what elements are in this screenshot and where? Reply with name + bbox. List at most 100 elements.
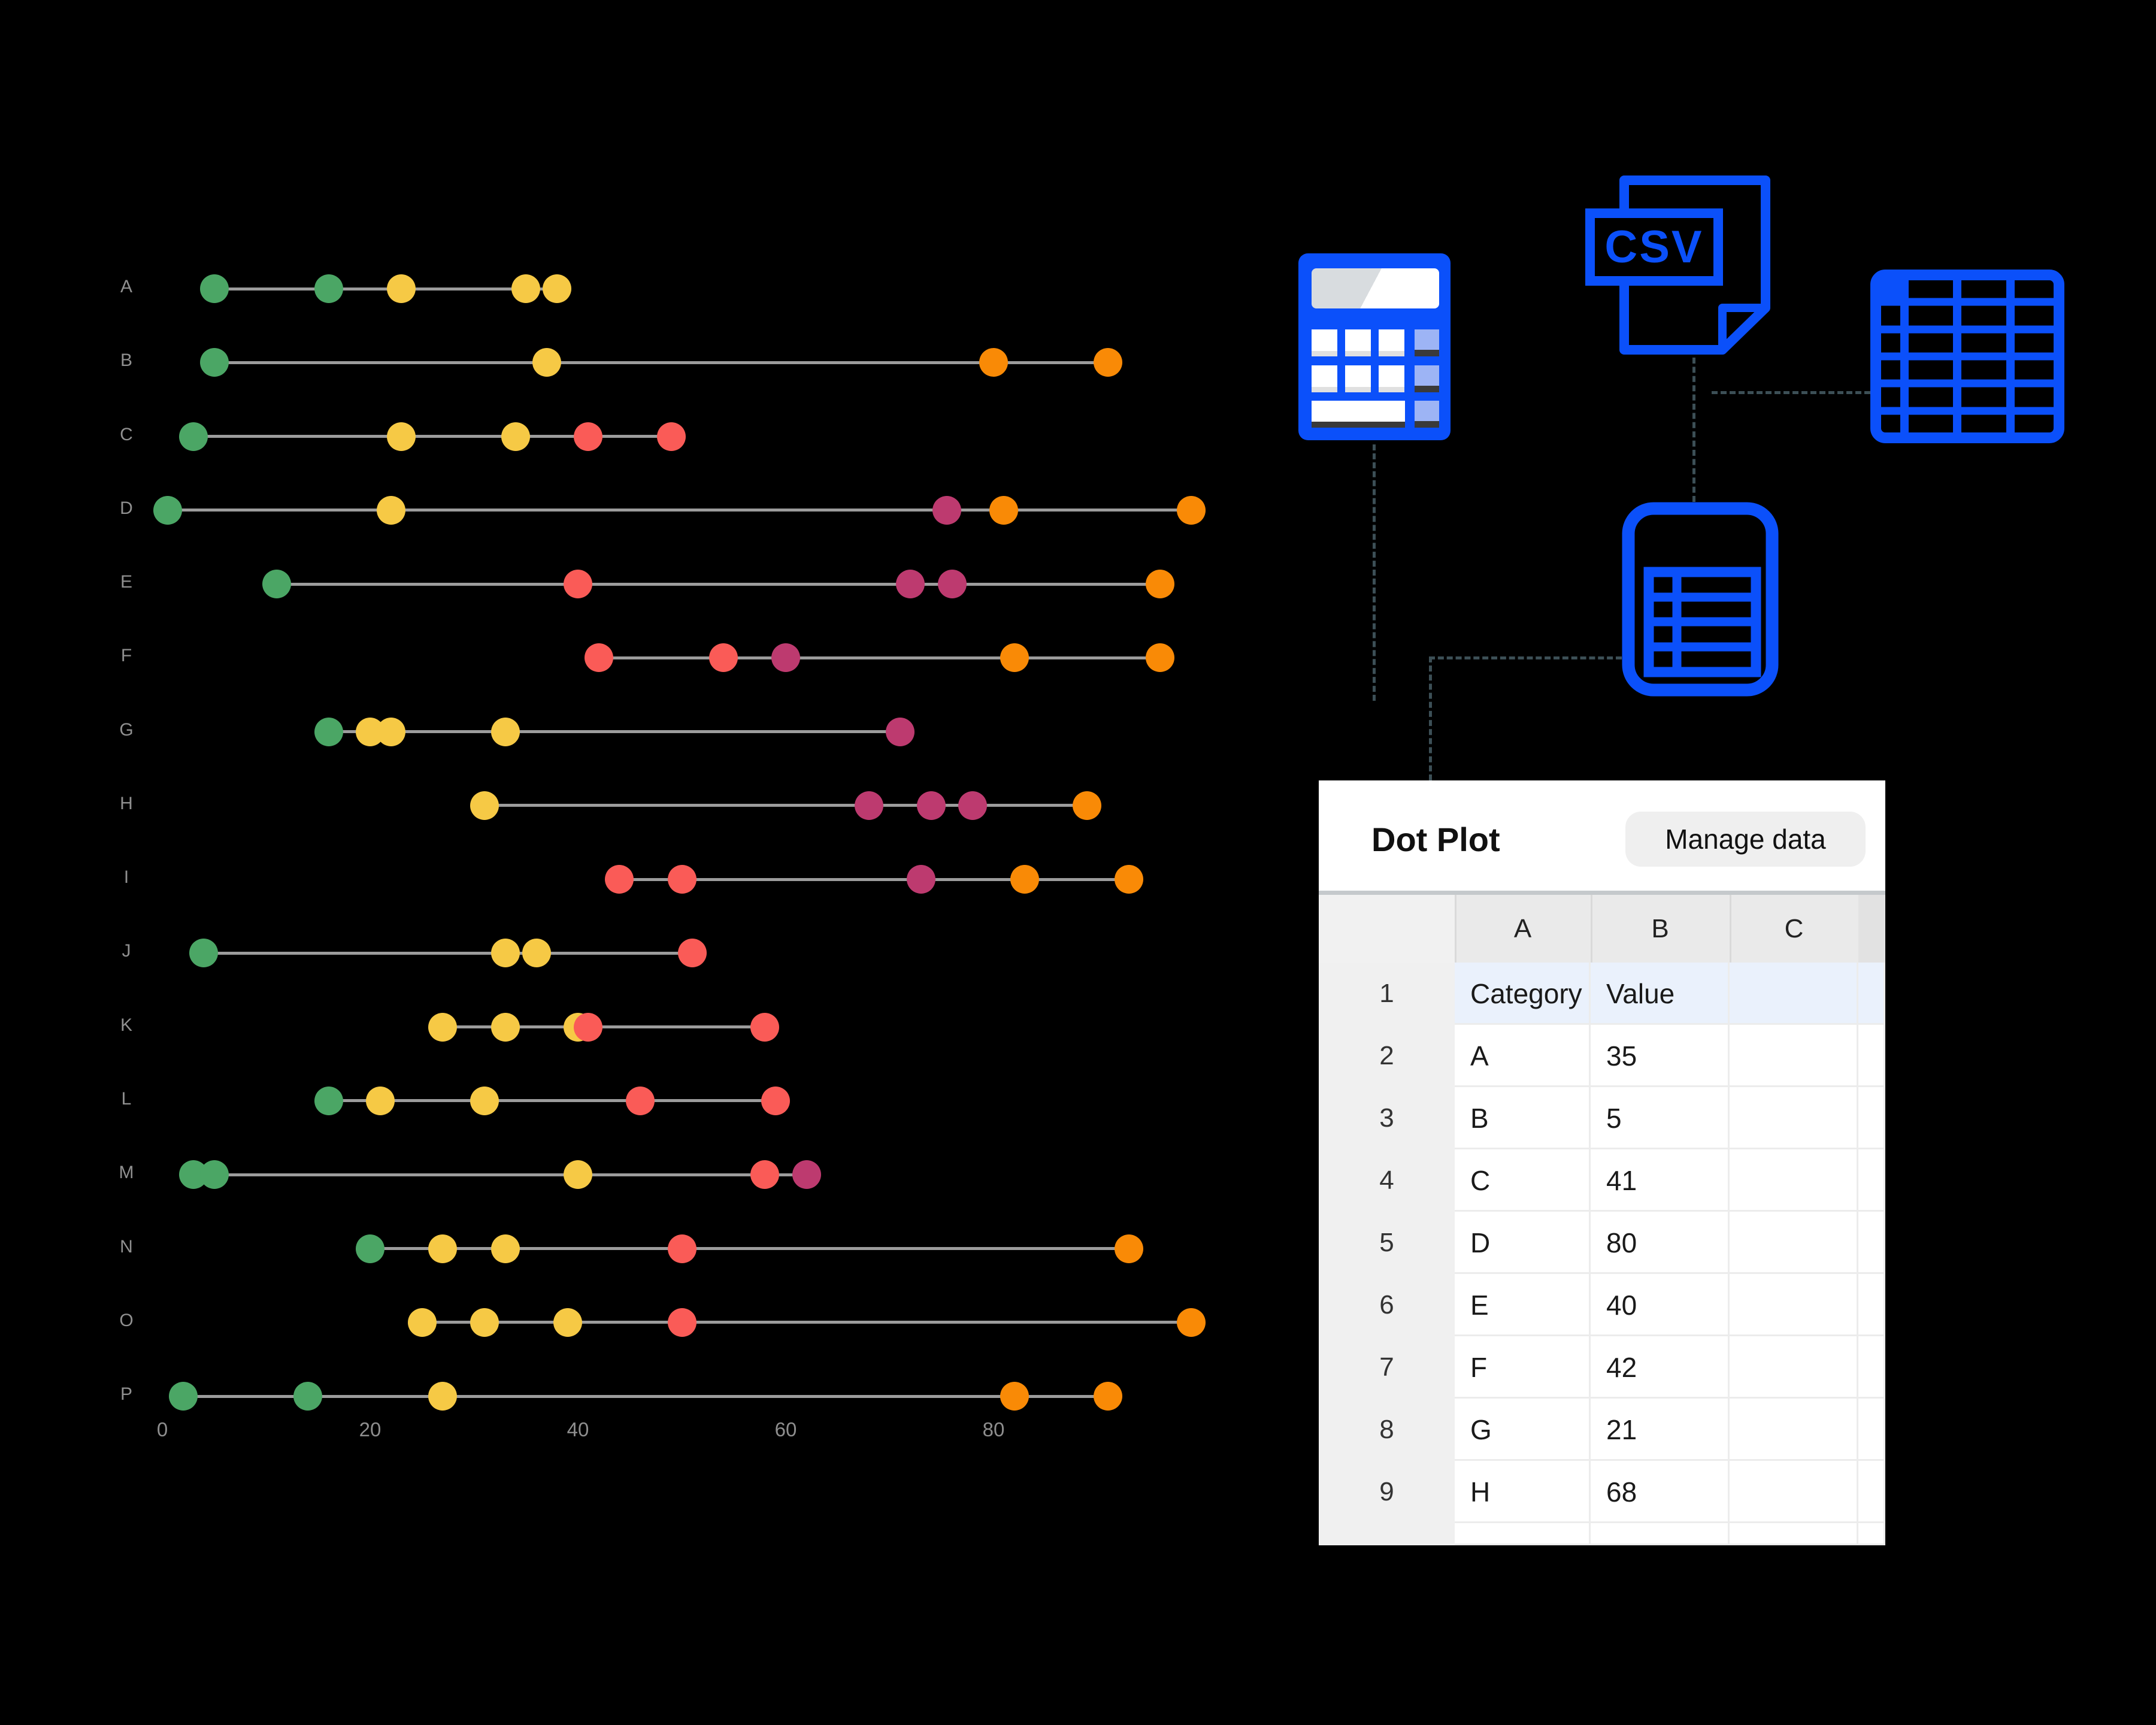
sheet-cell[interactable]: [1730, 1336, 1858, 1399]
data-dot: [958, 791, 988, 820]
row-number[interactable]: 8: [1319, 1399, 1456, 1463]
data-dot: [667, 1308, 697, 1337]
sheet-cell[interactable]: E: [1455, 1274, 1591, 1336]
sheet-row: [1319, 1523, 1885, 1545]
calculator-button: [1345, 365, 1371, 392]
data-dot: [314, 274, 343, 303]
column-header-b[interactable]: B: [1591, 895, 1731, 963]
connector-csv-to-document: [1692, 358, 1695, 502]
calculator-button: [1379, 365, 1404, 392]
row-number[interactable]: 4: [1319, 1149, 1456, 1213]
sheet-cell[interactable]: B: [1455, 1087, 1591, 1149]
range-line: [193, 435, 672, 438]
data-dot: [470, 791, 499, 820]
data-dot: [896, 570, 925, 599]
sheet-cell[interactable]: Category: [1455, 963, 1591, 1025]
sheet-cell[interactable]: [1858, 963, 1885, 1025]
data-dot: [792, 1160, 821, 1190]
row-label-D: D: [120, 498, 133, 518]
sheet-cell[interactable]: [1858, 1399, 1885, 1461]
data-dot: [153, 495, 182, 525]
range-line: [276, 582, 1160, 586]
sheet-cell[interactable]: [1858, 1523, 1885, 1545]
sheet-cell[interactable]: 5: [1591, 1087, 1730, 1149]
data-dot: [1093, 1382, 1122, 1411]
connector-down-to-panel: [1429, 656, 1432, 780]
data-dot: [490, 939, 520, 968]
column-header-a[interactable]: A: [1455, 895, 1592, 963]
sheet-cell[interactable]: 35: [1591, 1025, 1730, 1087]
range-line: [183, 1394, 1108, 1398]
data-dot: [199, 274, 229, 303]
row-number[interactable]: 3: [1319, 1087, 1456, 1151]
sheet-cell[interactable]: Value: [1591, 963, 1730, 1025]
sheet-cell[interactable]: [1858, 1149, 1885, 1212]
sheet-cell[interactable]: F: [1455, 1336, 1591, 1399]
sheet-cell[interactable]: [1730, 1149, 1858, 1212]
data-dot: [657, 422, 686, 451]
sheet-cell[interactable]: [1730, 1212, 1858, 1274]
calculator-icon: [1298, 253, 1451, 440]
data-dot: [1176, 495, 1206, 525]
sheet-cell[interactable]: [1455, 1523, 1591, 1545]
row-number[interactable]: [1319, 1523, 1456, 1545]
sheet-cell[interactable]: A: [1455, 1025, 1591, 1087]
sheet-cell[interactable]: [1730, 963, 1858, 1025]
sheet-cell[interactable]: [1591, 1523, 1730, 1545]
sheet-cell[interactable]: [1858, 1212, 1885, 1274]
data-dot: [168, 1382, 198, 1411]
data-dot: [1145, 570, 1174, 599]
corner-cell[interactable]: [1319, 895, 1456, 963]
sheet-cell[interactable]: [1730, 1399, 1858, 1461]
calculator-button: [1312, 365, 1337, 392]
sheet-cell[interactable]: 41: [1591, 1149, 1730, 1212]
sheet-cell[interactable]: [1730, 1274, 1858, 1336]
column-header-c[interactable]: C: [1730, 895, 1860, 963]
row-number[interactable]: 9: [1319, 1461, 1456, 1525]
sheet-cell[interactable]: C: [1455, 1149, 1591, 1212]
data-dot: [761, 1086, 790, 1115]
sheet-cell[interactable]: D: [1455, 1212, 1591, 1274]
sheet-cell[interactable]: [1858, 1274, 1885, 1336]
data-dot: [314, 717, 343, 746]
row-number[interactable]: 5: [1319, 1212, 1456, 1276]
sheet-cell[interactable]: [1858, 1087, 1885, 1149]
sheet-cell[interactable]: H: [1455, 1461, 1591, 1523]
sheet-cell[interactable]: 40: [1591, 1274, 1730, 1336]
row-number[interactable]: 7: [1319, 1336, 1456, 1400]
panel-title: Dot Plot: [1371, 821, 1500, 858]
data-dot: [490, 717, 520, 746]
row-label-M: M: [119, 1163, 134, 1183]
data-dot: [470, 1086, 499, 1115]
calculator-button: [1345, 329, 1371, 356]
range-line: [328, 730, 900, 734]
row-number[interactable]: 6: [1319, 1274, 1456, 1338]
sheet-cell[interactable]: [1730, 1025, 1858, 1087]
row-label-F: F: [120, 646, 132, 666]
data-dot: [906, 865, 935, 894]
data-dot: [262, 570, 291, 599]
row-number[interactable]: 1: [1319, 963, 1456, 1027]
sheet-cell[interactable]: [1730, 1523, 1858, 1545]
sheet-cell[interactable]: [1858, 1461, 1885, 1523]
sheet-cell[interactable]: [1730, 1461, 1858, 1523]
sheet-cell[interactable]: 42: [1591, 1336, 1730, 1399]
data-dot: [1000, 643, 1029, 673]
sheet-cell[interactable]: 80: [1591, 1212, 1730, 1274]
range-line: [619, 877, 1129, 881]
manage-data-button[interactable]: Manage data: [1625, 812, 1866, 867]
sheet-cell[interactable]: 68: [1591, 1461, 1730, 1523]
sheet-cell[interactable]: G: [1455, 1399, 1591, 1461]
row-label-N: N: [120, 1236, 133, 1257]
data-dot: [428, 1012, 458, 1042]
data-dot: [564, 570, 592, 599]
sheet-cell[interactable]: [1858, 1025, 1885, 1087]
sheet-cell[interactable]: [1858, 1336, 1885, 1399]
sheet-cell[interactable]: [1730, 1087, 1858, 1149]
sheet-cell[interactable]: 21: [1591, 1399, 1730, 1461]
row-number[interactable]: 2: [1319, 1025, 1456, 1089]
x-tick-label: 80: [982, 1418, 1005, 1440]
